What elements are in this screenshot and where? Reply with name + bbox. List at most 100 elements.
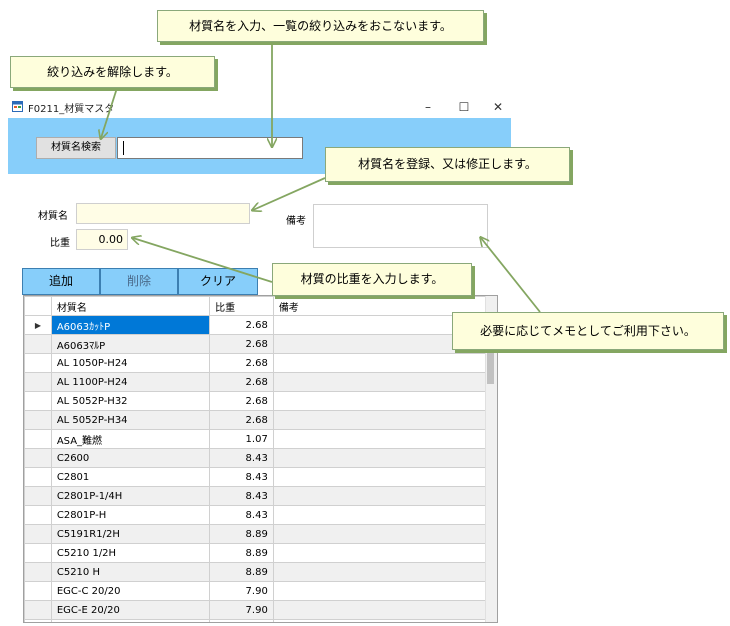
row-header-cell[interactable]: [24, 391, 52, 411]
cell-material-name[interactable]: EGC-C 20/20: [50, 581, 211, 601]
cell-material-name[interactable]: C5210 1/2H: [50, 543, 211, 563]
cell-memo[interactable]: [272, 600, 497, 620]
column-header-memo[interactable]: 備考: [272, 296, 497, 316]
minimize-button[interactable]: –: [425, 100, 431, 114]
cell-memo[interactable]: [272, 562, 497, 582]
cell-gravity[interactable]: 8.43: [209, 505, 274, 525]
row-header-cell[interactable]: [24, 619, 52, 622]
cell-material-name[interactable]: C2600: [50, 448, 211, 468]
cell-gravity[interactable]: 8.89: [209, 543, 274, 563]
cell-gravity[interactable]: 7.90: [209, 581, 274, 601]
cell-gravity[interactable]: 8.89: [209, 524, 274, 544]
cell-material-name[interactable]: C2801: [50, 467, 211, 487]
row-header-cell[interactable]: [24, 600, 52, 620]
row-header-cell[interactable]: [24, 543, 52, 563]
column-header-gravity[interactable]: 比重: [209, 296, 274, 316]
row-header-cell[interactable]: [24, 353, 52, 373]
column-header-name[interactable]: 材質名: [50, 296, 211, 316]
cell-memo[interactable]: [272, 619, 497, 622]
cell-material-name[interactable]: AL 1100P-H24: [50, 372, 211, 392]
cell-gravity[interactable]: 2.68: [209, 315, 274, 335]
row-header-cell[interactable]: [24, 581, 52, 601]
row-header-cell[interactable]: [24, 372, 52, 392]
cell-gravity[interactable]: 2.68: [209, 334, 274, 354]
cell-gravity[interactable]: 2.68: [209, 372, 274, 392]
cell-gravity[interactable]: 8.43: [209, 448, 274, 468]
cell-memo[interactable]: [272, 486, 497, 506]
row-header-cell[interactable]: [24, 486, 52, 506]
cell-material-name[interactable]: EGC-E 20/20: [50, 600, 211, 620]
cell-memo[interactable]: [272, 505, 497, 525]
material-search-button[interactable]: 材質名検索: [36, 137, 116, 159]
scrollbar-thumb[interactable]: [487, 316, 494, 384]
row-header-cell[interactable]: [24, 562, 52, 582]
cell-gravity[interactable]: 7.90: [209, 600, 274, 620]
cell-memo[interactable]: [272, 581, 497, 601]
cell-material-name[interactable]: AL 5052P-H34: [50, 410, 211, 430]
row-header-cell[interactable]: [24, 429, 52, 449]
cell-material-name[interactable]: AL 5052P-H32: [50, 391, 211, 411]
clear-button[interactable]: クリア: [178, 268, 258, 295]
delete-button[interactable]: 削除: [100, 268, 178, 295]
cell-material-name[interactable]: C2801P-1/4H: [50, 486, 211, 506]
table-row[interactable]: EGC-E 20/207.90: [24, 619, 497, 622]
cell-material-name[interactable]: ASA_難燃: [50, 429, 211, 449]
row-header-cell[interactable]: [24, 524, 52, 544]
cell-material-name[interactable]: A6063ﾏﾙP: [50, 334, 211, 354]
cell-memo[interactable]: [272, 467, 497, 487]
material-search-input[interactable]: [117, 137, 303, 159]
cell-gravity[interactable]: 1.07: [209, 429, 274, 449]
cell-memo[interactable]: [272, 524, 497, 544]
add-button[interactable]: 追加: [22, 268, 100, 295]
maximize-button[interactable]: ☐: [458, 100, 470, 114]
cell-memo[interactable]: [272, 429, 497, 449]
cell-memo[interactable]: [272, 372, 497, 392]
close-button[interactable]: ✕: [492, 100, 504, 114]
cell-material-name[interactable]: C2801P-H: [50, 505, 211, 525]
cell-material-name[interactable]: C5210 H: [50, 562, 211, 582]
cell-gravity[interactable]: 2.68: [209, 410, 274, 430]
cell-material-name[interactable]: A6063ｶｯﾄP: [50, 315, 211, 335]
cell-memo[interactable]: [272, 543, 497, 563]
row-header-cell[interactable]: [24, 410, 52, 430]
cell-material-name[interactable]: EGC-E 20/20: [50, 619, 211, 622]
cell-gravity[interactable]: 2.68: [209, 391, 274, 411]
cell-gravity[interactable]: 7.90: [209, 619, 274, 622]
row-header-cell[interactable]: [24, 448, 52, 468]
row-header-cell[interactable]: [24, 334, 52, 354]
cell-gravity[interactable]: 8.89: [209, 562, 274, 582]
material-name-input[interactable]: [76, 203, 250, 224]
cell-memo[interactable]: [272, 410, 497, 430]
cell-memo[interactable]: [272, 391, 497, 411]
row-header-cell[interactable]: [24, 467, 52, 487]
memo-input[interactable]: [313, 204, 488, 248]
cell-gravity[interactable]: 2.68: [209, 353, 274, 373]
cell-material-name[interactable]: C5191R1/2H: [50, 524, 211, 544]
row-header-cell[interactable]: [24, 505, 52, 525]
cell-gravity[interactable]: 8.43: [209, 467, 274, 487]
gravity-input[interactable]: 0.00: [76, 229, 128, 250]
cell-memo[interactable]: [272, 334, 497, 354]
cell-gravity[interactable]: 8.43: [209, 486, 274, 506]
row-header-cell[interactable]: ▶: [24, 315, 52, 335]
cell-material-name[interactable]: AL 1050P-H24: [50, 353, 211, 373]
cell-memo[interactable]: [272, 448, 497, 468]
cell-memo[interactable]: [272, 353, 497, 373]
